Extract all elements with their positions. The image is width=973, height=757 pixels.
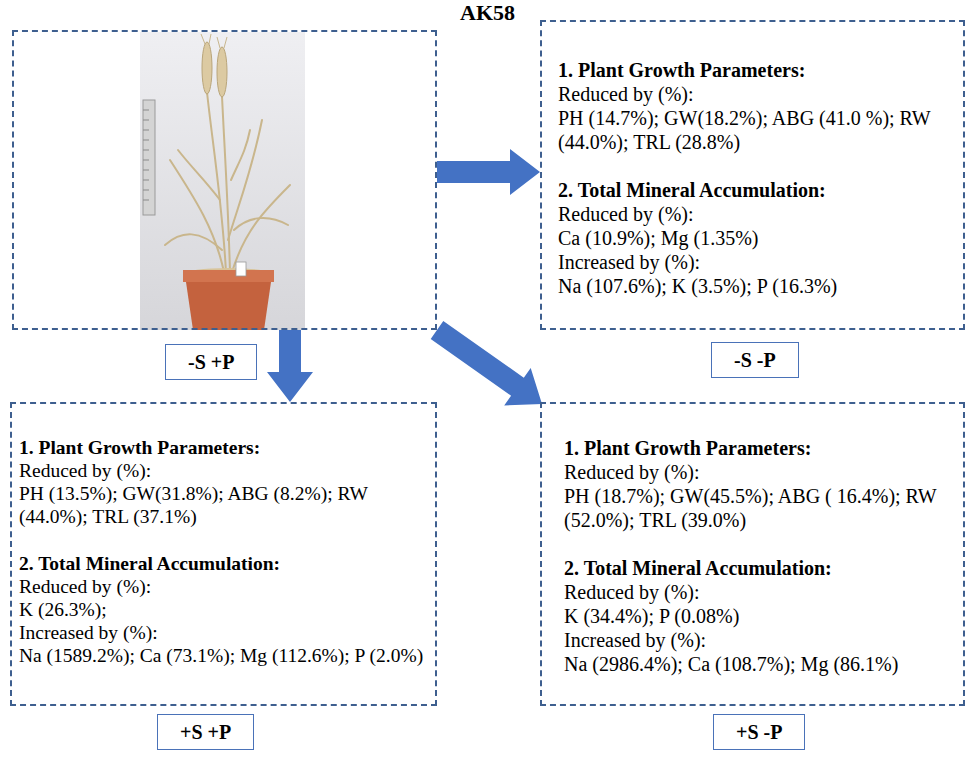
section-heading: 1. Plant Growth Parameters: bbox=[558, 58, 957, 82]
section-heading: 1. Plant Growth Parameters: bbox=[19, 436, 429, 459]
box-body bbox=[14, 32, 435, 68]
treatment-box: 1. Plant Growth Parameters:Reduced by (%… bbox=[540, 20, 965, 330]
parameter-text: Reduced by (%): bbox=[19, 459, 429, 482]
parameter-text: PH (18.7%); GW(45.5%); ABG ( 16.4%); RW … bbox=[564, 484, 957, 532]
treatment-label: +S +P bbox=[157, 714, 254, 750]
parameter-text: Na (107.6%); K (3.5%); P (16.3%) bbox=[558, 274, 957, 298]
parameter-text: Increased by (%): bbox=[564, 628, 957, 652]
parameter-text: Reduced by (%): bbox=[564, 460, 957, 484]
section-heading: 2. Total Mineral Accumulation: bbox=[558, 178, 957, 202]
treatment-label: -S +P bbox=[165, 344, 257, 380]
section-heading: 1. Plant Growth Parameters: bbox=[564, 436, 957, 460]
parameter-text: Reduced by (%): bbox=[558, 202, 957, 226]
parameter-text: Reduced by (%): bbox=[19, 575, 429, 598]
parameter-text: Na (2986.4%); Ca (108.7%); Mg (86.1%) bbox=[564, 652, 957, 676]
parameter-text: K (34.4%); P (0.08%) bbox=[564, 604, 957, 628]
block-arrow bbox=[431, 321, 542, 406]
diagram-title: AK58 bbox=[460, 1, 515, 25]
parameter-text: K (26.3%); bbox=[19, 598, 429, 621]
section-heading: 2. Total Mineral Accumulation: bbox=[19, 552, 429, 575]
parameter-text: Increased by (%): bbox=[19, 621, 429, 644]
parameter-text: Increased by (%): bbox=[558, 250, 957, 274]
parameter-text: Na (1589.2%); Ca (73.1%); Mg (112.6%); P… bbox=[19, 644, 429, 667]
box-body: 1. Plant Growth Parameters:Reduced by (%… bbox=[542, 22, 963, 298]
block-arrow bbox=[437, 149, 540, 195]
parameter-text: PH (14.7%); GW(18.2%); ABG (41.0 %); RW … bbox=[558, 106, 957, 154]
box-body: 1. Plant Growth Parameters:Reduced by (%… bbox=[542, 404, 963, 676]
section-heading: 2. Total Mineral Accumulation: bbox=[564, 556, 957, 580]
parameter-text: PH (13.5%); GW(31.8%); ABG (8.2%); RW (4… bbox=[19, 482, 429, 528]
box-body: 1. Plant Growth Parameters:Reduced by (%… bbox=[12, 404, 435, 667]
treatment-box: 1. Plant Growth Parameters:Reduced by (%… bbox=[10, 402, 437, 706]
treatment-label: -S -P bbox=[711, 342, 799, 378]
parameter-text: Reduced by (%): bbox=[564, 580, 957, 604]
treatment-box: 1. Plant Growth Parameters:Reduced by (%… bbox=[540, 402, 965, 706]
treatment-label: +S -P bbox=[713, 714, 805, 750]
parameter-text: Ca (10.9%); Mg (1.35%) bbox=[558, 226, 957, 250]
treatment-box: -S +P bbox=[12, 30, 437, 330]
block-arrow bbox=[267, 330, 313, 402]
parameter-text: Reduced by (%): bbox=[558, 82, 957, 106]
